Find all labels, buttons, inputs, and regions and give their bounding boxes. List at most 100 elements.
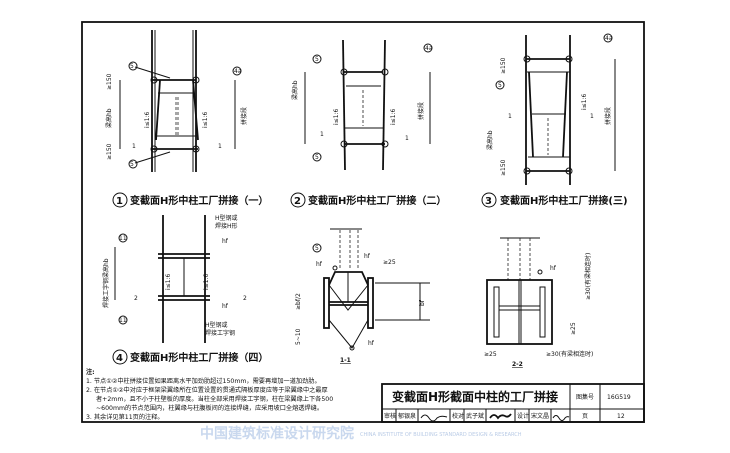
drawing-line xyxy=(134,151,171,164)
drawing-line xyxy=(312,243,322,253)
drawing-line xyxy=(150,76,158,84)
notes-items-0-text: 1. 节点①②中柱拼接位置如果距离水平加劲肋超过150mm，需要再增加一道加劲肋… xyxy=(86,377,321,385)
drawing-line xyxy=(340,68,348,76)
drawing-line xyxy=(332,265,338,271)
labels-splice-segment-text: 拼接段 xyxy=(604,107,612,125)
drawing-line xyxy=(118,315,128,325)
labels-section-mark-1-text: 1 xyxy=(320,131,324,138)
figures-3-title-text: 变截面H形中柱工厂拼接（四） xyxy=(130,351,268,364)
drawing-line xyxy=(290,192,306,208)
section-2-2-drawing: hf ≥30(有梁相连时) ≥25 ≥25 ≥30(有梁相连时) 2-2 xyxy=(484,237,593,368)
drawing-line xyxy=(528,71,534,158)
title-block-page-label-text: 页 xyxy=(582,413,588,420)
watermark-cn-text: 中国建筑标准设计研究院 xyxy=(200,425,354,442)
labels-slope-text: i≤1:6 xyxy=(203,273,210,290)
labels-dim25-text: ≥25 xyxy=(570,322,577,335)
figures-2-number-text: 3 xyxy=(485,196,492,207)
drawing-line xyxy=(112,192,128,208)
labels-beam-height-text: 梁高hb xyxy=(291,80,299,100)
figure-3-caption: 3 变截面H形中柱工厂拼接(三) xyxy=(481,192,628,208)
figures-1-number-text: 2 xyxy=(294,196,301,207)
labels-weld-4a-text: 4a xyxy=(425,45,433,52)
labels-weld-11-text: 11 xyxy=(119,235,127,242)
checker-signature xyxy=(489,413,512,420)
title-block-atlas-no-text: 16G519 xyxy=(607,394,631,401)
labels-section-mark-1-text: 1 xyxy=(508,113,512,120)
drawing-line xyxy=(128,159,138,169)
labels-section-mark-2-text: 2 xyxy=(134,295,138,302)
labels-section-mark-2-text: 2 xyxy=(243,295,247,302)
labels-weld-11-text: 11 xyxy=(119,317,127,324)
labels-h-steel-bottom2-text: 焊接工字钢 xyxy=(205,329,235,337)
labels-dim25-text: ≥25 xyxy=(484,351,497,358)
figure-2-drawing: 5 5 4a 梁高hb i≤1:6 i≤1:6 拼接段 1 1 xyxy=(291,39,433,171)
labels-section-mark-1-text: 1 xyxy=(405,135,409,142)
drawing-line xyxy=(423,43,433,53)
title-block-designer-text: 宋文晶 xyxy=(531,412,549,420)
notes-items-3-text: ~600mm的节点范围内，柱翼缘与柱腹板间的连接焊缝，应采用坡口全熔透焊缝。 xyxy=(96,404,323,412)
reviewer-signature xyxy=(420,414,448,422)
drawing-line xyxy=(155,79,161,141)
labels-h-steel-top2-text: 焊接H形 xyxy=(215,222,238,230)
labels-dim30-text: ≥30(有梁相连时) xyxy=(546,350,593,358)
labels-bf-text: bf xyxy=(419,299,426,306)
notes-items-4-text: 3. 其余详见第11页的注释。 xyxy=(86,413,164,421)
labels-slope-text: i≤1:6 xyxy=(165,273,172,290)
drawing-line xyxy=(328,319,369,349)
labels-weld-5-text: 5 xyxy=(498,82,502,89)
labels-bf-half-text: ≥bf/2 xyxy=(295,293,302,310)
labels-dim30-text: ≥30(有梁相连时) xyxy=(584,253,592,300)
drawing-line xyxy=(565,55,573,63)
drawing-line xyxy=(523,167,531,175)
drawing-line xyxy=(192,76,200,84)
drawing-line xyxy=(192,79,199,141)
title-block-check-label-text: 校对 xyxy=(452,412,464,420)
labels-weld-5-text: 5 xyxy=(315,56,319,63)
drawing-line xyxy=(523,55,531,63)
labels-welded-i-height-text: 焊接工字钢梁高hb xyxy=(102,258,110,308)
labels-hf-text: hf xyxy=(368,340,375,347)
drawing-line xyxy=(342,39,346,171)
figure-4-drawing: 11 11 H型钢或 焊接H形 H型钢或 焊接工字钢 焊接工字钢梁高hb i≤1… xyxy=(102,214,247,343)
labels-splice-segment-text: 拼接段 xyxy=(417,102,425,120)
watermark-en-text: CHINA INSTITUTE OF BUILDING STANDARD DES… xyxy=(360,432,522,438)
drawing-title: 变截面H形截面中柱的工厂拼接 xyxy=(392,389,558,404)
labels-hf-text: hf xyxy=(222,303,229,310)
drawing-line xyxy=(134,66,171,79)
drawing-line xyxy=(328,284,369,311)
title-block-reviewer-text: 郁银泉 xyxy=(398,412,416,420)
labels-beam-height-text: 梁高hb xyxy=(486,130,494,150)
figures-0-number-text: 1 xyxy=(116,196,123,207)
drawing-line xyxy=(382,39,386,171)
drawing-line xyxy=(312,152,322,162)
labels-slope-text: i≤1:6 xyxy=(333,108,340,125)
labels-hf-text: hf xyxy=(222,238,229,245)
title-block-review-label-text: 审核 xyxy=(384,412,396,420)
sheet-frame xyxy=(81,21,645,423)
notes-heading-text: 注: xyxy=(86,368,95,376)
figures-2-title-text: 变截面H形中柱工厂拼接(三) xyxy=(500,194,628,207)
drawing-line xyxy=(312,54,322,64)
drawing-line xyxy=(481,192,497,208)
figure-4-caption: 4 变截面H形中柱工厂拼接（四） xyxy=(112,349,268,365)
labels-hf-text: hf xyxy=(364,253,371,260)
drawing-line xyxy=(128,61,138,71)
labels-section-mark-1-text: 1 xyxy=(590,113,594,120)
labels-slope-text: i≤1:6 xyxy=(202,111,209,128)
sections-s22-text: 2-2 xyxy=(512,361,523,368)
figures-3-number-text: 4 xyxy=(116,353,123,364)
drawing-line xyxy=(381,68,389,76)
drawing-line xyxy=(150,145,158,153)
labels-weld-5-text: 5 xyxy=(130,161,134,168)
drawing-line xyxy=(493,286,500,338)
drawing-line xyxy=(495,80,505,90)
drawing-line xyxy=(112,349,128,365)
labels-slope-text: i≤1:6 xyxy=(390,108,397,125)
drawing-line xyxy=(381,140,389,148)
title-block: 变截面H形截面中柱的工厂拼接 图集号 16G519 审核 郁银泉 校对 武子斌 … xyxy=(381,383,645,423)
watermark: 中国建筑标准设计研究院 CHINA INSTITUTE OF BUILDING … xyxy=(200,425,522,442)
drawing-line xyxy=(367,277,374,329)
labels-section-mark-1-text: 1 xyxy=(218,143,222,150)
drawing-line xyxy=(537,269,543,275)
